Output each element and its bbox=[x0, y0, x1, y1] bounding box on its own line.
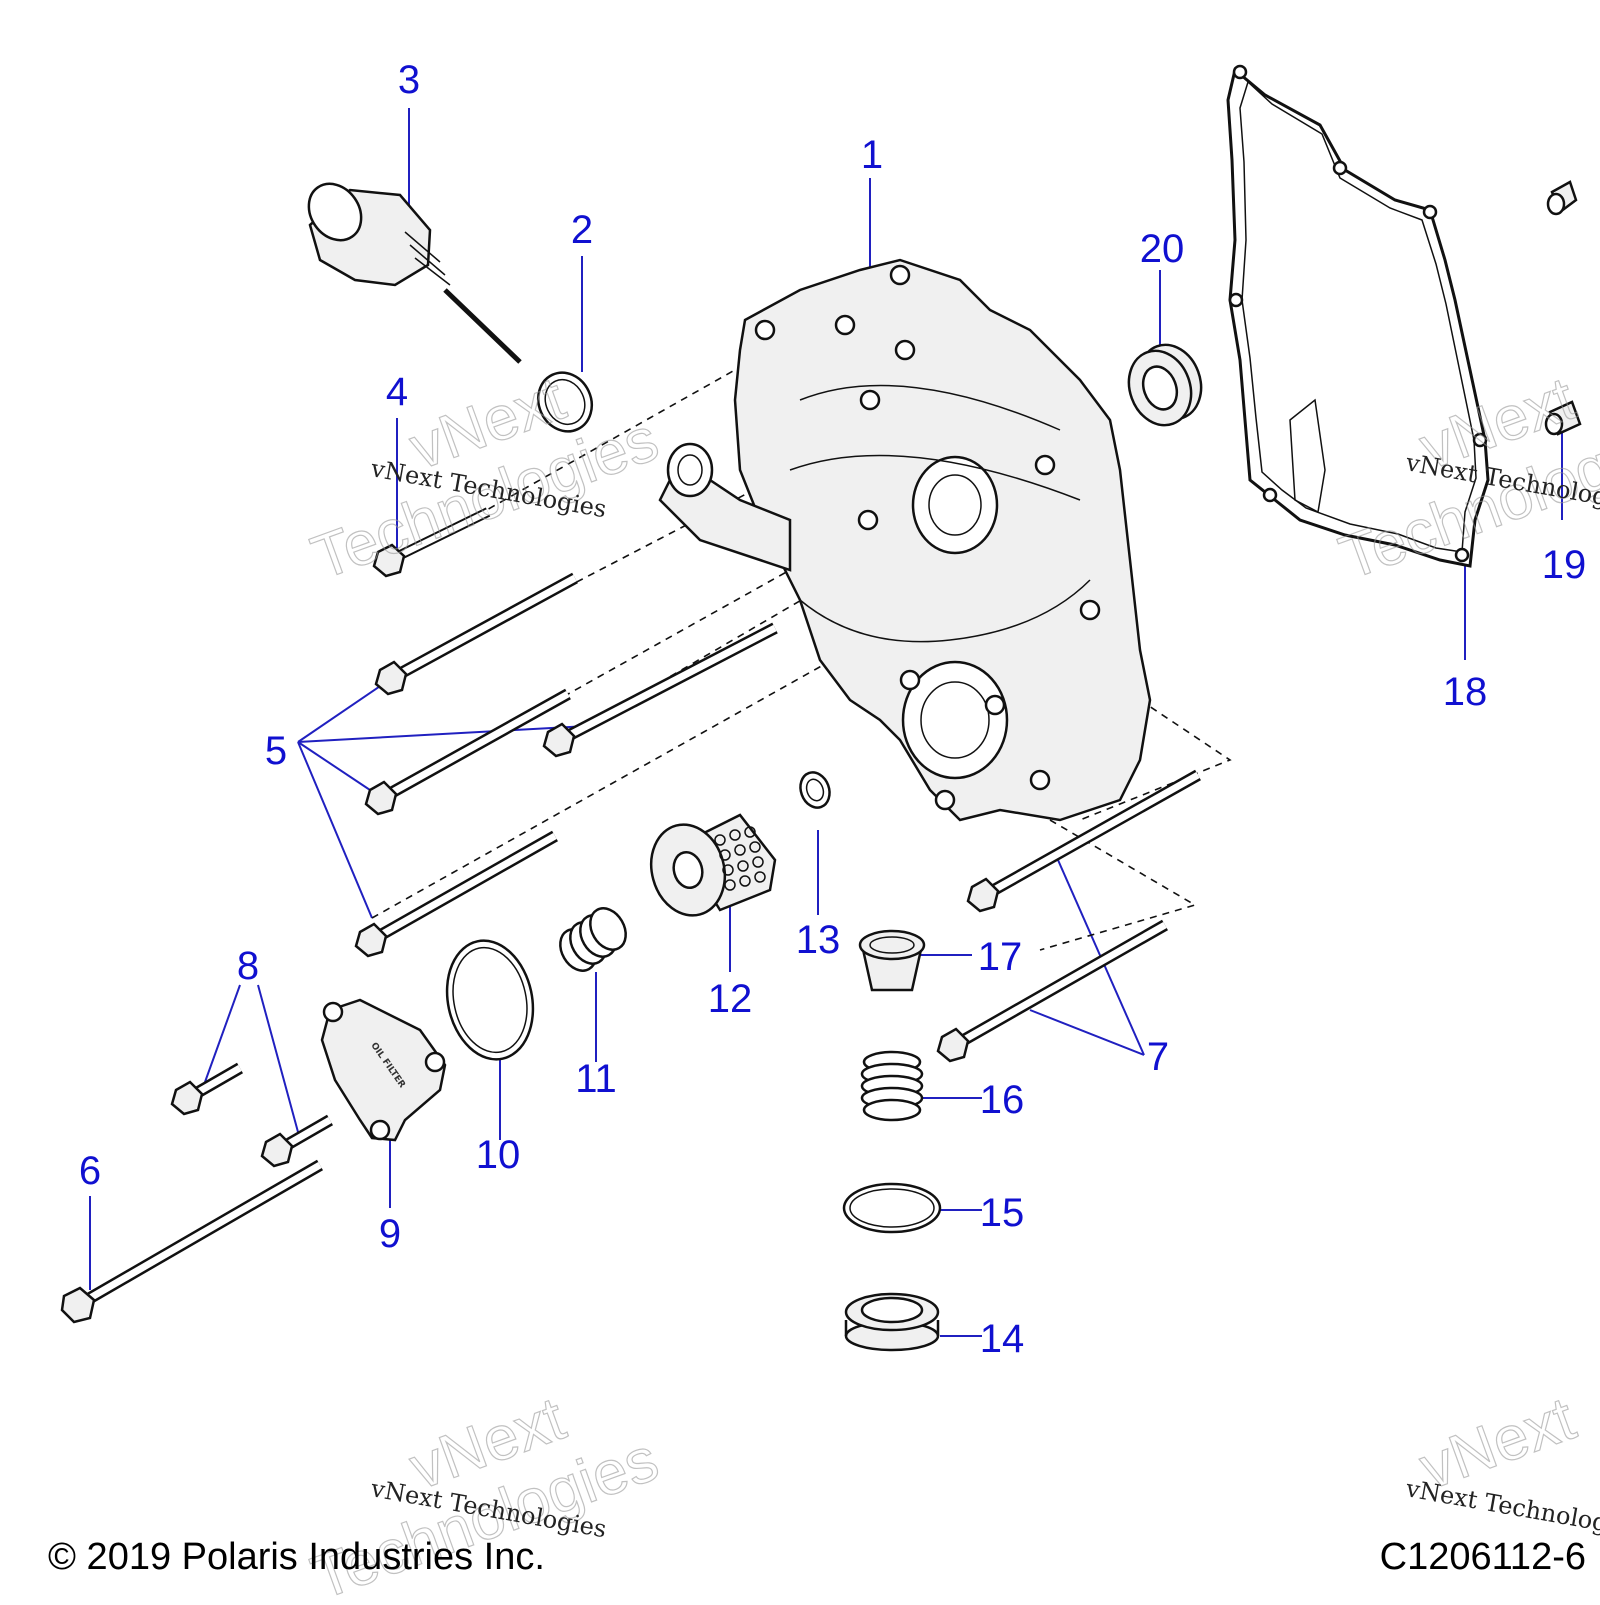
oil-seal bbox=[1127, 343, 1203, 427]
callout-4: 4 bbox=[386, 370, 408, 414]
washer-small bbox=[799, 771, 831, 809]
leader-lines bbox=[89, 108, 1563, 1337]
bolts-8 bbox=[170, 1062, 333, 1168]
spring-drain bbox=[860, 1050, 924, 1122]
watermark-line-4: vNext Technologies bbox=[1403, 1474, 1600, 1543]
callout-15: 15 bbox=[980, 1191, 1025, 1235]
callout-6: 6 bbox=[79, 1149, 101, 1193]
callout-10: 10 bbox=[476, 1133, 521, 1177]
callout-13: 13 bbox=[796, 918, 841, 962]
callout-19: 19 bbox=[1542, 543, 1587, 587]
callout-3: 3 bbox=[398, 58, 420, 102]
callout-9: 9 bbox=[379, 1212, 401, 1256]
crankcase-cover bbox=[658, 258, 1152, 822]
callout-20: 20 bbox=[1140, 227, 1185, 271]
callout-5: 5 bbox=[265, 729, 287, 773]
callout-7: 7 bbox=[1147, 1035, 1169, 1079]
figure-id: C1206112-6 bbox=[1379, 1536, 1586, 1578]
spring-small bbox=[559, 907, 627, 972]
callout-8: 8 bbox=[237, 944, 259, 988]
washer-small-inner bbox=[805, 778, 825, 802]
bolt-6 bbox=[60, 1159, 324, 1324]
strainer-screen bbox=[858, 929, 926, 992]
dipstick bbox=[307, 182, 522, 364]
bolts-long-5 bbox=[354, 572, 778, 958]
callout-18: 18 bbox=[1443, 670, 1488, 714]
dowel-pins bbox=[1544, 180, 1582, 436]
callout-16: 16 bbox=[980, 1078, 1025, 1122]
oil-filter-element bbox=[649, 813, 777, 917]
callout-17: 17 bbox=[978, 935, 1023, 979]
o-ring-drain bbox=[842, 1182, 942, 1234]
callout-12: 12 bbox=[708, 977, 753, 1021]
o-ring-large bbox=[445, 939, 535, 1061]
cover-gasket bbox=[1226, 64, 1490, 568]
bolts-7 bbox=[936, 769, 1201, 1063]
callout-2: 2 bbox=[571, 208, 593, 252]
callout-1: 1 bbox=[861, 133, 883, 177]
callout-numbers: 1 2 3 4 5 6 7 8 9 10 11 12 13 14 15 16 1… bbox=[79, 58, 1586, 1361]
callout-11: 11 bbox=[575, 1057, 617, 1101]
oil-filter-cover: OIL FILTER bbox=[320, 998, 447, 1142]
bolt-short bbox=[372, 507, 491, 578]
o-ring-drain-inner bbox=[849, 1188, 935, 1228]
callout-14: 14 bbox=[980, 1317, 1025, 1361]
o-ring-large-inner bbox=[452, 946, 528, 1054]
copyright-text: © 2019 Polaris Industries Inc. bbox=[48, 1536, 545, 1578]
drain-plug bbox=[844, 1292, 940, 1352]
o-ring-dipstick-inner bbox=[544, 378, 586, 426]
